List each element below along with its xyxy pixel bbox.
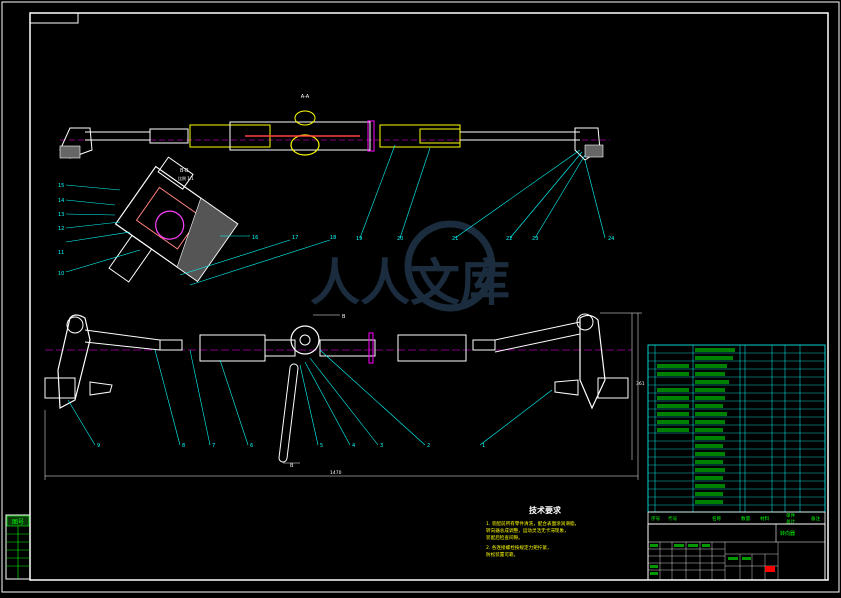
leader-6: 6	[250, 443, 253, 449]
header-remark: 备注	[811, 515, 821, 522]
leader-18: 18	[330, 235, 336, 241]
drawing-name: 转向器	[780, 530, 795, 537]
left-strip-label: 图号	[12, 519, 24, 526]
header-code: 代号	[668, 515, 678, 522]
header-material: 材料	[760, 515, 770, 522]
tech-req-line-1: 1. 装配前所有零件清洗，配合表面涂润滑脂，	[486, 520, 579, 527]
leader-20: 20	[397, 236, 403, 242]
tech-req-line-2: 转向器总成调整，运动灵活无卡滞现象，	[486, 527, 569, 534]
tech-req-line-4: 2. 各连接螺栓按规定力矩拧紧，	[486, 544, 552, 551]
leader-19: 19	[356, 236, 362, 242]
view-mark-top: B	[342, 314, 346, 320]
leader-13: 13	[58, 212, 64, 218]
bottom-main-view	[44, 313, 632, 463]
leader-7: 7	[212, 443, 215, 449]
leader-8: 8	[182, 443, 185, 449]
inner-border	[29, 12, 829, 581]
leader-24: 24	[608, 236, 614, 242]
view-mark-bottom: B	[290, 463, 294, 469]
left-strip: 图号	[5, 514, 31, 580]
leader-4: 4	[352, 443, 355, 449]
leader-1: 1	[482, 443, 485, 449]
watermark: 人人文库	[310, 220, 510, 312]
header-name: 名称	[712, 515, 722, 522]
top-leader-lines	[65, 144, 606, 286]
leader-2: 2	[427, 443, 430, 449]
leader-15: 15	[58, 183, 64, 189]
title-block-red-stamp	[765, 566, 775, 572]
parts-header: 序号 代号 名称 数量 材料 单件 总计 备注	[647, 511, 826, 525]
dimension-total: 1470	[330, 470, 342, 476]
dimension-lines	[44, 312, 642, 480]
leader-5: 5	[320, 443, 323, 449]
tech-req-line-3: 装配后检查间隙。	[486, 534, 523, 541]
leader-17: 17	[292, 235, 298, 241]
title-block: 转向器	[647, 523, 826, 581]
corner-code-box	[29, 12, 79, 24]
leader-14: 14	[58, 198, 64, 204]
leader-16: 16	[252, 235, 258, 241]
header-total: 总计	[786, 518, 796, 525]
parts-list	[647, 344, 826, 513]
top-leader-labels: 15 14 13 12 11 10 16 17 18 19 20 21 22 2…	[58, 183, 614, 277]
leader-21: 21	[452, 236, 458, 242]
leader-12: 12	[58, 226, 64, 232]
leader-11: 11	[58, 250, 64, 256]
section-label-b: B-B	[180, 168, 189, 174]
header-seq: 序号	[651, 515, 661, 522]
header-unit: 单件	[786, 512, 796, 519]
leader-10: 10	[58, 271, 64, 277]
bottom-leader-lines	[67, 349, 553, 446]
tech-req-title: 技术要求	[529, 505, 562, 515]
tech-requirements: 技术要求 1. 装配前所有零件清洗，配合表面涂润滑脂， 转向器总成调整，运动灵活…	[486, 505, 579, 558]
bb-section-view	[108, 156, 239, 283]
section-label-a: A-A	[301, 94, 310, 100]
section-scale-b: 比例 1:1	[178, 175, 194, 181]
leader-3: 3	[380, 443, 383, 449]
tech-req-line-5: 防松装置可靠。	[486, 551, 518, 558]
leader-23: 23	[532, 236, 538, 242]
header-qty: 数量	[741, 515, 751, 522]
dimension-height: 361	[636, 381, 645, 387]
bottom-leader-labels: 9 8 7 6 5 4 3 2 1	[97, 443, 485, 449]
leader-22: 22	[506, 236, 512, 242]
leader-9: 9	[97, 443, 100, 449]
watermark-text: 人人文库	[310, 254, 510, 312]
top-section-view: A-A	[59, 94, 610, 161]
